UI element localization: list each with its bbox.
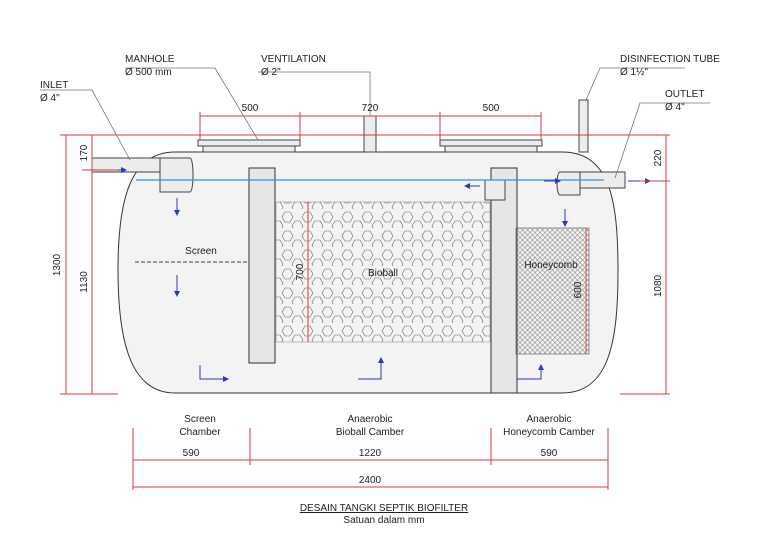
dim-top-mid: 720 (362, 103, 379, 114)
screen-label: Screen (185, 246, 217, 257)
manhole-right (439, 139, 543, 153)
dim-1300: 1300 (52, 253, 63, 276)
chamber-2-line2: Bioball Camber (336, 427, 405, 438)
dim-700: 700 (295, 263, 306, 280)
inlet-pipe (91, 157, 194, 193)
disinfection-size: Ø 1½" (620, 67, 648, 78)
bioball-media (275, 201, 491, 343)
manhole-left (197, 139, 301, 153)
diagram-subtitle: Satuan dalam mm (343, 515, 424, 526)
chamber-3-line1: Anaerobic (526, 414, 571, 425)
ventilation-pipe (363, 115, 377, 153)
dim-1080: 1080 (653, 274, 664, 297)
chamber-3-line2: Honeycomb Camber (503, 427, 595, 438)
dim-170: 170 (79, 144, 90, 161)
honeycomb-label: Honeycomb (524, 260, 578, 271)
diagram-title: DESAIN TANGKI SEPTIK BIOFILTER (300, 503, 468, 514)
chamber-2-line1: Anaerobic (347, 414, 392, 425)
dim-top-right: 500 (483, 103, 500, 114)
dim-seg1: 590 (183, 448, 200, 459)
manhole-size: Ø 500 mm (125, 67, 172, 78)
dim-total: 2400 (359, 475, 382, 486)
outlet-size: Ø 4" (665, 102, 685, 113)
dim-220: 220 (653, 149, 664, 166)
inlet-size: Ø 4" (40, 93, 60, 104)
manhole-label: MANHOLE (125, 54, 175, 65)
disinfection-tube (578, 99, 589, 153)
dim-seg3: 590 (541, 448, 558, 459)
partition-wall-2 (490, 167, 518, 394)
honeycomb-media (515, 227, 590, 355)
dim-seg2: 1220 (359, 448, 382, 459)
disinfection-label: DISINFECTION TUBE (620, 54, 720, 65)
ventilation-label: VENTILATION (261, 54, 326, 65)
dim-top-left: 500 (242, 103, 259, 114)
chamber-1-line1: Screen (184, 414, 216, 425)
dim-1130: 1130 (79, 271, 90, 293)
transfer-pipe (484, 179, 506, 201)
outlet-label: OUTLET (665, 89, 704, 100)
partition-wall-1 (248, 167, 276, 364)
inlet-label: INLET (40, 80, 68, 91)
bioball-label: Bioball (368, 268, 398, 279)
ventilation-size: Ø 2" (261, 67, 281, 78)
dimension-lines (60, 112, 670, 490)
leader-lines (40, 67, 710, 179)
dim-600: 600 (573, 281, 584, 298)
chamber-1-line2: Chamber (179, 427, 221, 438)
